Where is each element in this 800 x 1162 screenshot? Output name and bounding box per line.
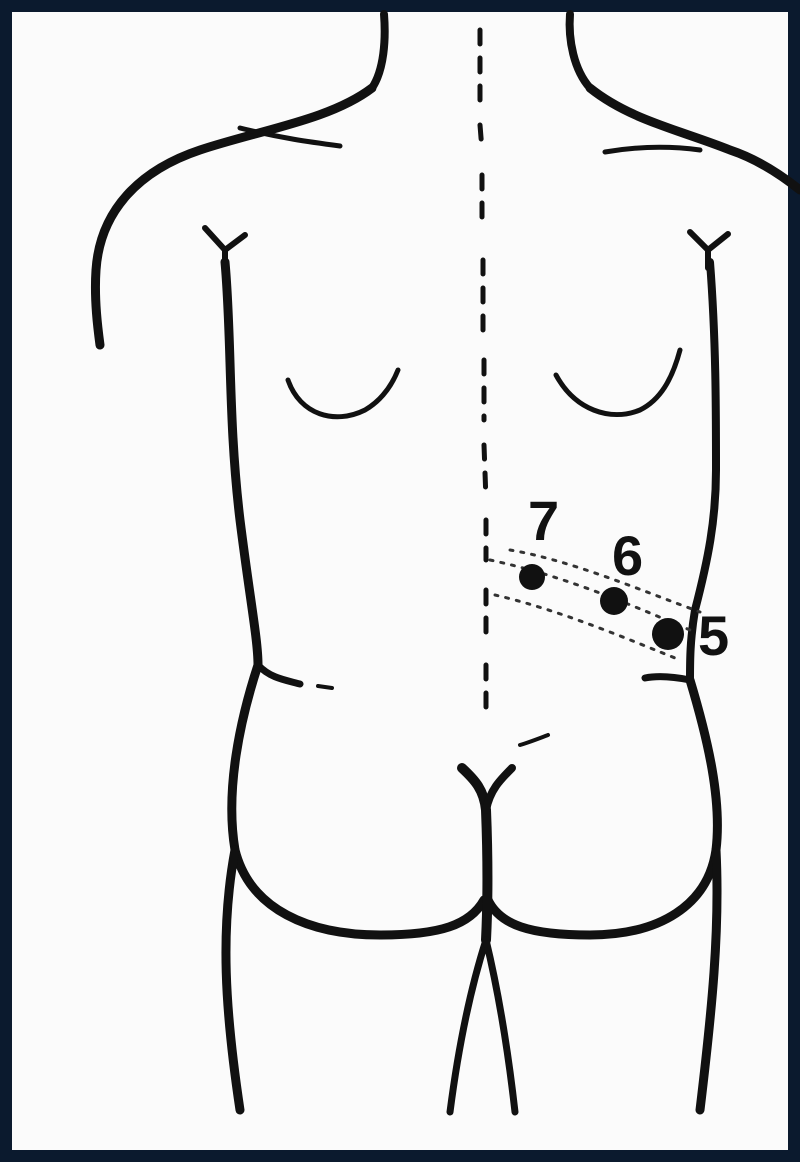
neck-left-outline xyxy=(372,14,385,88)
right-hip-notch xyxy=(645,677,690,680)
point-7-dot xyxy=(519,564,545,590)
right-breast-line xyxy=(556,350,680,415)
left-breast-line xyxy=(288,370,398,417)
right-shoulder-arm-outline xyxy=(590,88,800,190)
point-7-label: 7 xyxy=(528,489,559,552)
gluteal-cleft-right xyxy=(486,768,512,810)
neck-right-outline xyxy=(570,14,590,88)
left-hip-outline xyxy=(232,665,484,935)
point-5-dot xyxy=(652,618,684,650)
left-hip-notch xyxy=(258,665,300,684)
lower-back-dash xyxy=(520,735,548,745)
right-leg-inner xyxy=(486,940,515,1112)
right-hip-outline xyxy=(488,680,717,935)
torso-left-outline xyxy=(225,262,258,665)
right-clavicle xyxy=(605,147,700,152)
point-6-label: 6 xyxy=(612,524,643,587)
left-leg-inner xyxy=(450,940,486,1112)
left-hip-dash xyxy=(318,686,332,688)
left-leg-outer xyxy=(226,850,240,1110)
point-6-dot xyxy=(600,587,628,615)
spine-midline-dashed xyxy=(480,30,486,720)
point-5-label: 5 xyxy=(698,604,729,667)
left-shoulder-arm-outline xyxy=(95,88,372,345)
